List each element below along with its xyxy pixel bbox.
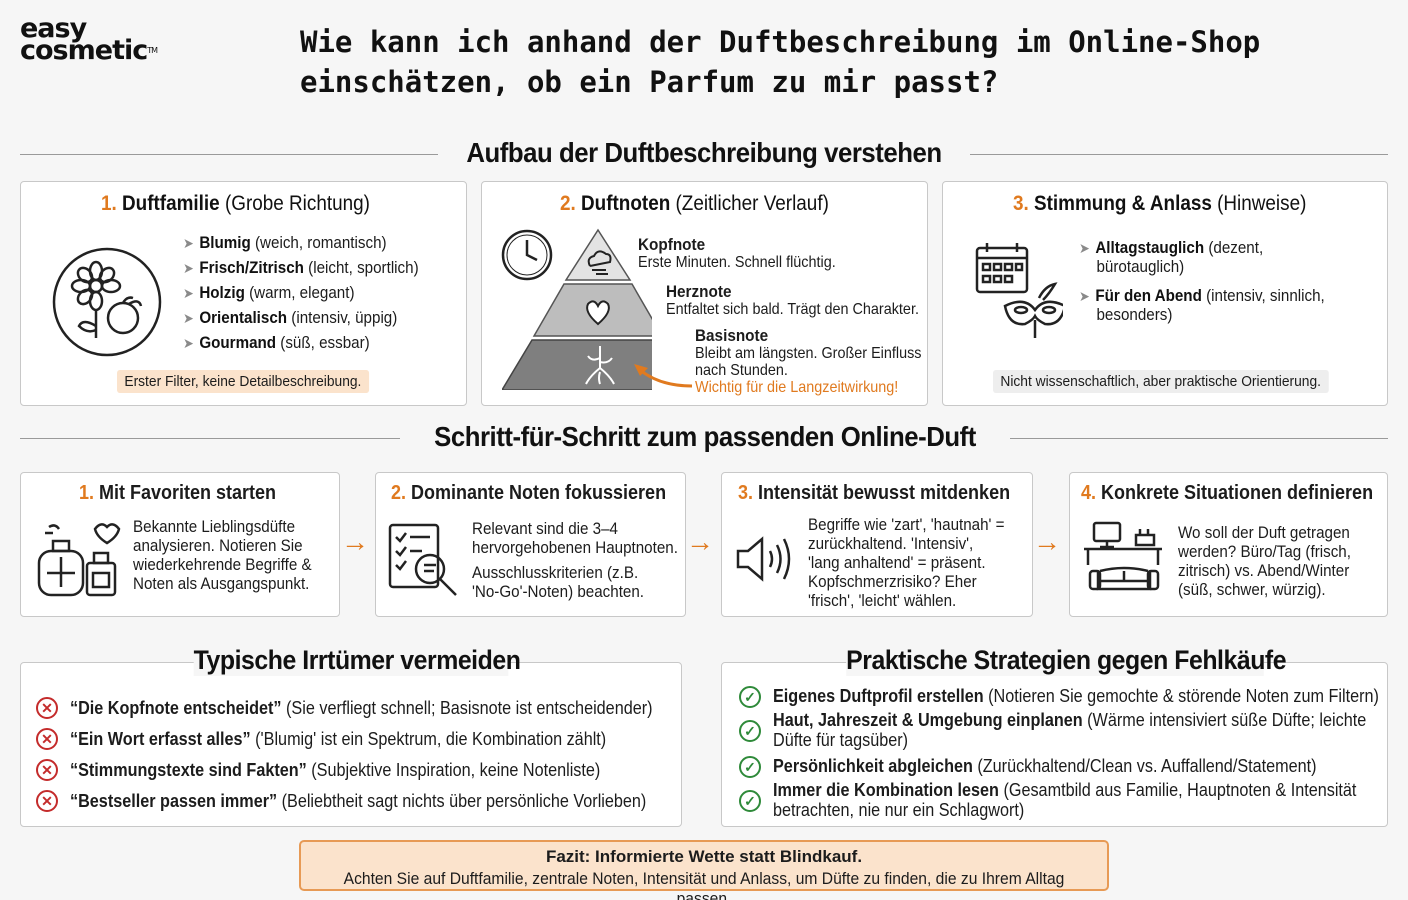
card-duftfamilie: 1. Duftfamilie (Grobe Richtung) ➤Blumig …	[20, 181, 467, 406]
strategy-list: ✓Eigenes Duftprofil erstellen (Notieren …	[739, 686, 1408, 824]
list-item: ➤Frisch/Zitrisch (leicht, sportlich)	[183, 259, 419, 277]
arrow-bullet-icon: ➤	[183, 310, 194, 326]
error-list: ✕“Die Kopfnote entscheidet” (Sie verflie…	[36, 692, 717, 816]
arrow-right-icon: →	[686, 526, 714, 557]
card-strategien	[721, 662, 1388, 827]
page-title: Wie kann ich anhand der Duftbeschreibung…	[300, 25, 1261, 99]
divider	[20, 154, 438, 155]
fragrance-pyramid	[502, 228, 652, 390]
x-circle-icon: ✕	[36, 727, 58, 750]
arrow-bullet-icon: ➤	[1079, 240, 1090, 256]
flower-fruit-icon	[52, 247, 162, 357]
x-circle-icon: ✕	[36, 758, 58, 781]
check-circle-icon: ✓	[739, 720, 761, 742]
list-item: ✕“Bestseller passen immer” (Beliebtheit …	[36, 785, 717, 816]
alltag-item: ➤Alltagstauglich (dezent,bürotauglich)	[1079, 239, 1264, 276]
step-text: Relevant sind die 3–4 hervorgehobenen Ha…	[472, 520, 678, 601]
section-heading-schritte: Schritt-für-Schritt zum passenden Online…	[434, 421, 976, 452]
arrow-bullet-icon: ➤	[183, 285, 194, 301]
card-irrtuemer	[20, 662, 682, 827]
check-circle-icon: ✓	[739, 790, 761, 812]
list-item: ✓Haut, Jahreszeit & Umgebung einplanen (…	[739, 710, 1408, 756]
section-heading-irrtuemer: Typische Irrtümer vermeiden	[193, 645, 521, 676]
step-title: 3. Intensität bewusst mitdenken	[738, 482, 1011, 504]
perfume-bottles-icon	[37, 523, 121, 597]
step-title: 2. Dominante Noten fokussieren	[391, 482, 667, 504]
arrow-bullet-icon: ➤	[183, 335, 194, 351]
divider	[20, 438, 400, 439]
checklist-magnifier-icon	[388, 523, 457, 596]
card-note: Nicht wissenschaftlich, aber praktische …	[993, 370, 1329, 393]
speaker-icon	[736, 536, 791, 582]
step-card-3: 3. Intensität bewusst mitdenken Begriffe…	[721, 472, 1033, 617]
clock-icon	[501, 229, 553, 281]
card-duftnoten: 2. Duftnoten (Zeitlicher Verlauf) Kopfno…	[481, 181, 928, 406]
card-stimmung: 3. Stimmung & Anlass (Hinweise) ➤Alltags…	[942, 181, 1388, 406]
list-item: ✓Persönlichkeit abgleichen (Zurückhalten…	[739, 756, 1408, 780]
list-item: ✕“Die Kopfnote entscheidet” (Sie verflie…	[36, 692, 717, 723]
wichtig-hint: Wichtig für die Langzeitwirkung!	[695, 379, 899, 396]
step-title: 4. Konkrete Situationen definieren	[1081, 482, 1374, 504]
duftfamilie-list: ➤Blumig (weich, romantisch) ➤Frisch/Zitr…	[183, 234, 439, 359]
divider	[1010, 438, 1388, 439]
list-item: ✕“Ein Wort erfasst alles” ('Blumig' ist …	[36, 723, 717, 754]
section-heading-aufbau: Aufbau der Duftbeschreibung verstehen	[466, 137, 942, 168]
step-card-4: 4. Konkrete Situationen definieren Wo so…	[1069, 472, 1388, 617]
arrow-right-icon: →	[1033, 526, 1061, 557]
calendar-mask-icon	[975, 243, 1063, 338]
arrow-bullet-icon: ➤	[1079, 288, 1090, 304]
list-item: ✕“Stimmungstexte sind Fakten” (Subjektiv…	[36, 754, 717, 785]
fazit-title: Fazit: Informierte Wette statt Blindkauf…	[545, 847, 863, 866]
list-item: ✓Eigenes Duftprofil erstellen (Notieren …	[739, 686, 1408, 710]
card-note: Erster Filter, keine Detailbeschreibung.	[117, 370, 369, 393]
arrow-right-icon: →	[341, 526, 369, 557]
abend-item: ➤Für den Abend (intensiv, sinnlich,beson…	[1079, 287, 1325, 324]
step-card-2: 2. Dominante Noten fokussieren Relevant …	[375, 472, 686, 617]
list-item: ➤Blumig (weich, romantisch)	[183, 234, 387, 252]
desk-sofa-icon	[1084, 521, 1162, 591]
fazit-box: Fazit: Informierte Wette statt Blindkauf…	[299, 840, 1109, 900]
step-title: 1. Mit Favoriten starten	[79, 482, 277, 504]
step-card-1: 1. Mit Favoriten starten Bekannte Liebli…	[20, 472, 340, 617]
x-circle-icon: ✕	[36, 696, 58, 719]
arrow-bullet-icon: ➤	[183, 260, 194, 276]
check-circle-icon: ✓	[739, 686, 761, 708]
divider	[970, 154, 1388, 155]
curved-arrow-icon	[634, 364, 693, 388]
step-text: Bekannte Lieblingsdüfte analysieren. Not…	[133, 518, 312, 593]
arrow-bullet-icon: ➤	[183, 235, 194, 251]
section-heading-strategien: Praktische Strategien gegen Fehlkäufe	[846, 645, 1287, 676]
step-text: Wo soll der Duft getragen werden? Büro/T…	[1178, 524, 1351, 599]
card-title: 2. Duftnoten (Zeitlicher Verlauf)	[560, 192, 829, 215]
step-text: Begriffe wie 'zart', 'hautnah' = zurückh…	[808, 516, 1005, 610]
list-item: ➤Holzig (warm, elegant)	[183, 284, 355, 302]
card-title: 1. Duftfamilie (Grobe Richtung)	[101, 192, 370, 215]
fazit-text: Achten Sie auf Duftfamilie, zentrale Not…	[343, 869, 1065, 900]
check-circle-icon: ✓	[739, 756, 761, 778]
list-item: ✓Immer die Kombination lesen (Gesamtbild…	[739, 780, 1408, 824]
list-item: ➤Gourmand (süß, essbar)	[183, 334, 370, 352]
x-circle-icon: ✕	[36, 789, 58, 812]
brand-logo: easy cosmeticTM	[20, 13, 158, 66]
card-title: 3. Stimmung & Anlass (Hinweise)	[1013, 192, 1307, 215]
list-item: ➤Orientalisch (intensiv, üppig)	[183, 309, 398, 327]
